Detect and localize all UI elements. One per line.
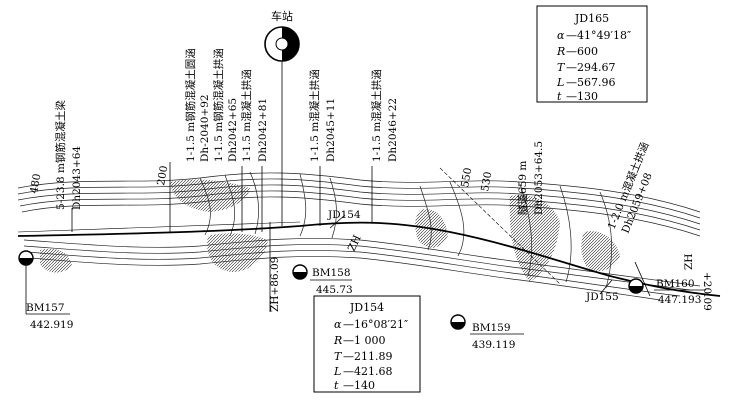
contour-550: 550: [459, 167, 474, 189]
jd165-row-value: 41°49′18″: [577, 29, 631, 42]
curve-table-jd165: JD165 α — 41°49′18″ R — 600 T — 294.67 L…: [556, 12, 631, 103]
bm160-id: BM160: [656, 278, 695, 290]
structure-1-name: 5-23.8 m钢筋混凝土梁: [54, 100, 67, 210]
curve-table-jd154: JD154 α — 16°08′21″ R — 1 000 T — 211.89…: [333, 301, 408, 392]
terrain-dense-areas: [40, 179, 620, 282]
jd165-row-label: α: [557, 29, 565, 42]
jd154-row-label: α: [334, 318, 342, 331]
structure-leaders: [71, 60, 651, 312]
contour-480: 480: [28, 173, 43, 195]
bm157-elev: 442.919: [30, 319, 73, 331]
jd165-row-label: R: [556, 45, 565, 58]
bm159-elev: 439.119: [472, 339, 515, 351]
zh-left-label: ZH+86.09: [269, 257, 281, 312]
structure-5-chainage: Dh2045+11: [325, 98, 337, 162]
structure-6-chainage: Dh2046+22: [387, 98, 399, 162]
structure-4-name: 1-1.5 m混凝土拱涵: [240, 69, 253, 162]
benchmark-symbols: [18, 250, 644, 330]
jd154-row-value: 140: [354, 379, 375, 392]
jd165-row-value: 600: [577, 45, 598, 58]
jd154-row-value: 1 000: [354, 334, 386, 347]
jd154-dash: —: [343, 334, 354, 347]
jd154-row-value: 16°08′21″: [354, 318, 408, 331]
jd165-dash: —: [566, 29, 577, 42]
terrain-contours: [17, 171, 701, 301]
jd165-row-value: 294.67: [577, 61, 616, 74]
structure-3-name: 1-1.5 m钢筋混凝土拱涵: [212, 48, 225, 162]
jd154-row-value: 211.89: [354, 350, 393, 363]
jd154-point-label: JD154: [327, 209, 361, 221]
curve-box-jd165: [536, 5, 648, 103]
zh-right-chainage: +20.09: [701, 272, 713, 311]
jd154-row-value: 421.68: [354, 365, 393, 378]
zh-right-label: ZH: [683, 254, 695, 270]
jd154-row-label: t: [334, 379, 339, 392]
benchmark-rules: [25, 265, 706, 335]
station-label: 车站: [271, 9, 293, 23]
structure-2-chainage: Dh-2040+92: [199, 94, 211, 162]
bm158-elev: 445.73: [316, 284, 353, 296]
jd154-dash: —: [343, 350, 354, 363]
structure-4-chainage: Dh2042+81: [257, 98, 269, 162]
jd154-row-label: R: [333, 334, 342, 347]
jd154-dash: —: [343, 365, 354, 378]
zh-mid-label: ZH: [346, 233, 364, 253]
jd154-title: JD154: [349, 301, 384, 314]
bm157-symbol: [18, 250, 34, 266]
jd165-row-value: 567.96: [577, 76, 616, 89]
jd154-dash: —: [343, 318, 354, 331]
tunnel-name: 隧道659 m: [516, 161, 529, 215]
jd165-dash: —: [566, 45, 577, 58]
bm158-id: BM158: [312, 267, 351, 279]
bm157-id: BM157: [26, 302, 65, 314]
tunnel-chainage: Dh2053+64.5: [533, 141, 545, 215]
jd155-point-label: JD155: [585, 291, 619, 303]
jd165-row-label: t: [557, 90, 562, 103]
jd154-row-label: T: [334, 350, 343, 363]
curve-box-jd154: [313, 295, 421, 393]
jd165-title: JD165: [574, 12, 609, 25]
jd165-row-label: T: [557, 61, 566, 74]
structure-5-name: 1-1.5 m混凝土拱涵: [308, 69, 321, 162]
jd165-dash: —: [566, 76, 577, 89]
structure-3-chainage: Dh2042+65: [227, 98, 239, 162]
jd154-dash: —: [343, 379, 354, 392]
bm160-symbol: [628, 278, 644, 294]
contour-200: 200: [155, 165, 170, 187]
jd165-row-value: 130: [577, 90, 598, 103]
jd165-row-label: L: [556, 76, 564, 89]
structure-1-chainage: Dh2043+64: [71, 146, 83, 210]
jd154-row-label: L: [333, 365, 341, 378]
bm158-symbol: [292, 264, 308, 280]
jd165-dash: —: [566, 90, 577, 103]
route-centerline: [17, 167, 721, 297]
structure-6-name: 1-1.5 m混凝土拱涵: [370, 69, 383, 162]
contour-530: 530: [479, 171, 494, 193]
jd165-dash: —: [566, 61, 577, 74]
station-symbol: [264, 26, 300, 62]
bm159-id: BM159: [472, 322, 511, 334]
structure-2-name: 1-1.5 m钢筋混凝土圆涵: [184, 48, 197, 162]
bm160-elev: 447.193: [658, 294, 701, 306]
bm159-symbol: [450, 314, 466, 330]
